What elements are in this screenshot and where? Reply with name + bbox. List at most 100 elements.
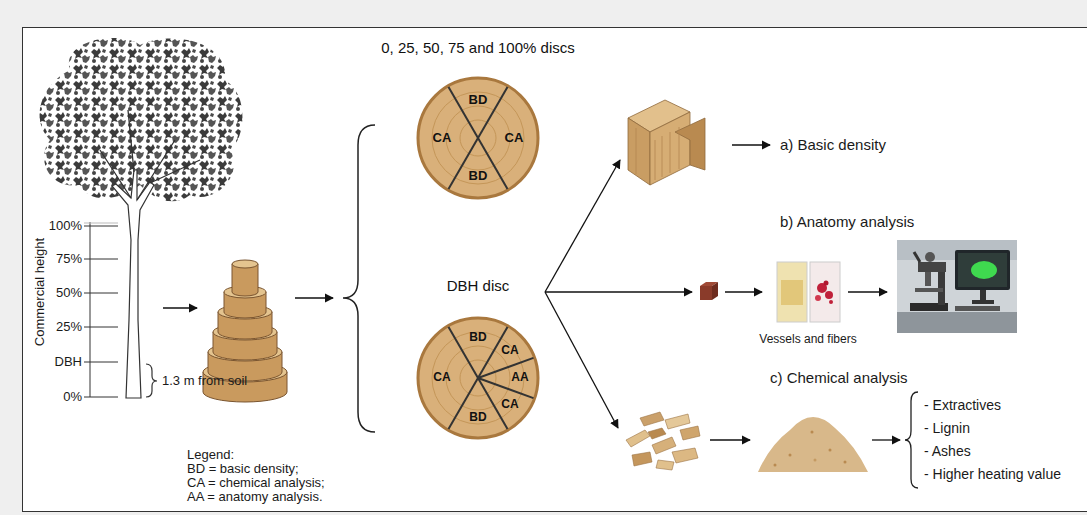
microscope-slides <box>777 262 807 322</box>
frame <box>23 28 1087 512</box>
arrows <box>725 291 762 292</box>
microscope-photo <box>914 252 920 262</box>
scale-label: 75% <box>56 252 82 267</box>
arrows <box>545 292 618 428</box>
wood-chips <box>665 414 690 429</box>
wood-powder <box>829 449 832 452</box>
dbh-bracket <box>146 364 157 397</box>
wood-powder <box>844 461 847 464</box>
wood-chips <box>626 412 700 470</box>
microscope-photo <box>897 312 1017 333</box>
microscope-slides <box>824 281 829 286</box>
sector-label: CA <box>505 131 524 146</box>
wood-powder <box>758 417 868 472</box>
scale-label: 0% <box>63 390 82 405</box>
sample-cube <box>700 286 712 300</box>
scale-label: 50% <box>56 286 82 301</box>
wood-chips <box>632 452 652 466</box>
microscope-slides <box>829 300 833 304</box>
microscope-slides <box>781 280 803 305</box>
step-title: a) Basic density <box>780 136 886 153</box>
list-item: - Ashes <box>924 443 971 459</box>
sector-label: CA <box>433 131 452 146</box>
wood-chips <box>680 426 700 440</box>
microscope-photo <box>972 300 994 304</box>
list-bracket <box>905 392 918 488</box>
wood-powder <box>758 417 868 472</box>
height-scale <box>84 259 118 260</box>
sample-cube <box>712 282 718 300</box>
disc-heading: 0, 25, 50, 75 and 100% discs <box>381 39 574 56</box>
axis-title: Commercial height <box>33 238 48 346</box>
microscope-photo <box>955 306 1000 311</box>
arrows <box>710 439 750 440</box>
height-scale <box>84 362 118 363</box>
microscope-photo <box>971 261 997 279</box>
tree <box>40 38 243 201</box>
sector-label: AA <box>511 371 528 385</box>
sector-label: BD <box>469 93 488 108</box>
list-item: - Higher heating value <box>924 466 1061 482</box>
sector-label: CA <box>501 344 518 358</box>
height-scale <box>84 223 118 224</box>
microscope-photo <box>958 253 1007 287</box>
wood-disc: 0, 25, 50, 75 and 100% discsBD CA CA BD <box>368 36 588 204</box>
image-caption: Vessels and fibers <box>759 333 856 347</box>
wood-wedges <box>628 118 650 185</box>
dbh-bracket <box>146 364 157 397</box>
disc-stack <box>232 264 258 296</box>
list-item: - Lignin <box>924 420 970 436</box>
arrows <box>545 160 620 292</box>
microscope-photo <box>925 252 935 262</box>
height-scale <box>84 397 118 398</box>
height-scale <box>84 222 118 397</box>
sector-label: BD <box>469 169 488 184</box>
arrows <box>732 144 770 145</box>
arrows <box>163 307 197 308</box>
wood-powder <box>789 454 792 457</box>
microscope-photo <box>955 250 1010 290</box>
sector-label: CA <box>501 398 518 412</box>
step-title: b) Anatomy analysis <box>780 213 914 230</box>
wood-wedges <box>675 118 705 170</box>
microscope-slides <box>777 262 840 322</box>
disc-face <box>418 318 538 438</box>
microscope-photo <box>897 240 1017 333</box>
wood-disc: DBH discBDCACAAACABD <box>368 274 588 444</box>
scale-label: 100% <box>49 219 82 234</box>
wood-chips <box>640 412 664 426</box>
wood-powder <box>814 459 817 462</box>
arrows <box>545 291 692 292</box>
legend-title: Legend: <box>187 448 234 463</box>
wood-powder <box>774 464 777 467</box>
step-title: c) Chemical analysis <box>770 369 908 386</box>
legend-line: AA = anatomy analysis. <box>187 490 323 505</box>
list-bracket <box>905 392 918 488</box>
microscope-photo <box>918 262 946 272</box>
sample-cube <box>700 282 718 300</box>
arrows <box>872 439 900 440</box>
sector-label: BD <box>469 331 486 345</box>
legend-line: BD = basic density; <box>187 462 299 477</box>
tree <box>100 110 200 200</box>
wood-wedges <box>628 100 705 185</box>
main-bracket <box>343 125 375 432</box>
microscope-photo <box>915 288 943 292</box>
microscope-photo <box>925 272 931 286</box>
scale-label: 25% <box>56 320 82 335</box>
height-scale <box>84 293 118 294</box>
wood-powder <box>811 431 814 434</box>
list-item: - Extractives <box>924 397 1001 413</box>
height-scale <box>84 327 118 328</box>
tree <box>40 38 243 398</box>
wood-chips <box>648 428 666 439</box>
arrows <box>295 297 333 298</box>
wood-chips <box>656 460 674 470</box>
wood-chips <box>672 448 698 463</box>
wood-wedges <box>636 127 679 180</box>
microscope-slides <box>815 295 821 301</box>
disc-stack <box>232 260 258 268</box>
legend-line: CA = chemical analysis; <box>187 476 325 491</box>
